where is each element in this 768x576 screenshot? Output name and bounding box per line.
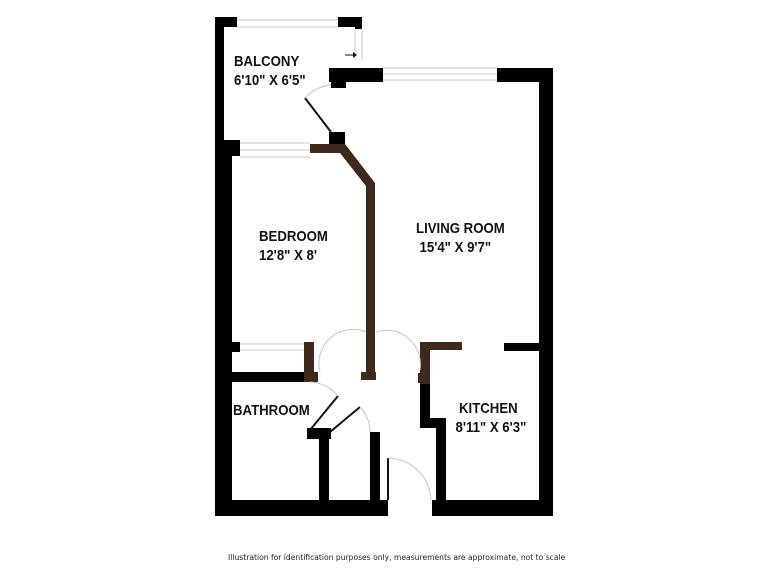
room-living-room: LIVING ROOM 15'4" X 9'7" (416, 219, 505, 257)
room-bathroom: BATHROOM (233, 401, 310, 420)
room-name: BEDROOM (259, 228, 328, 245)
exterior-walls (215, 17, 553, 516)
windows (236, 19, 497, 351)
room-balcony: BALCONY 6'10" X 6'5" (234, 52, 306, 90)
room-kitchen: KITCHEN 8'11" X 6'3" (455, 399, 526, 437)
room-dimensions: 12'8" X 8' (259, 247, 318, 264)
room-bedroom: BEDROOM 12'8" X 8' (259, 227, 328, 265)
door-swings (304, 52, 432, 501)
interior-walls (304, 144, 462, 384)
room-name: BATHROOM (233, 402, 310, 419)
room-name: BALCONY (234, 53, 300, 70)
disclaimer-text: Illustration for identification purposes… (228, 553, 566, 562)
room-name: LIVING ROOM (416, 220, 505, 237)
room-dimensions: 6'10" X 6'5" (234, 72, 306, 89)
room-dimensions: 15'4" X 9'7" (419, 239, 492, 256)
room-dimensions: 8'11" X 6'3" (455, 419, 527, 436)
room-name: KITCHEN (459, 400, 518, 417)
